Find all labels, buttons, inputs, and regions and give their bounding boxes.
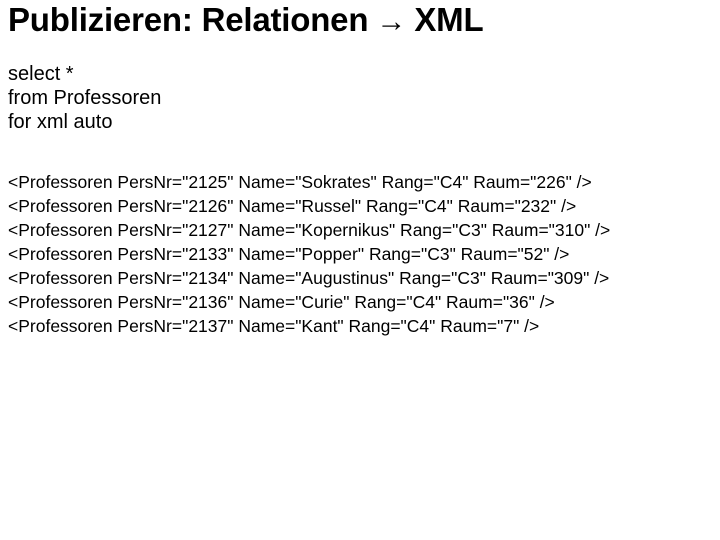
- sql-line: from Professoren: [8, 87, 162, 109]
- sql-line: select *: [8, 63, 74, 85]
- xml-result-line: <Professoren PersNr="2127" Name="Koperni…: [8, 220, 611, 240]
- sql-line: for xml auto: [8, 111, 113, 133]
- xml-result-line: <Professoren PersNr="2125" Name="Sokrate…: [8, 172, 592, 192]
- page-title-main: Publizieren: Relationen: [8, 1, 369, 38]
- sql-query-block: select * from Professoren for xml auto: [8, 62, 508, 134]
- page-title: Publizieren: Relationen → XML: [8, 0, 712, 42]
- xml-result-line: <Professoren PersNr="2133" Name="Popper"…: [8, 244, 570, 264]
- xml-result-line: <Professoren PersNr="2137" Name="Kant" R…: [8, 316, 540, 336]
- xml-result-line: <Professoren PersNr="2126" Name="Russel"…: [8, 196, 577, 216]
- arrow-right-icon: →: [368, 5, 415, 38]
- xml-result-line: <Professoren PersNr="2134" Name="Augusti…: [8, 268, 610, 288]
- xml-result-block: <Professoren PersNr="2125" Name="Sokrate…: [8, 170, 720, 338]
- page-title-tail: XML: [414, 1, 484, 38]
- xml-result-line: <Professoren PersNr="2136" Name="Curie" …: [8, 292, 555, 312]
